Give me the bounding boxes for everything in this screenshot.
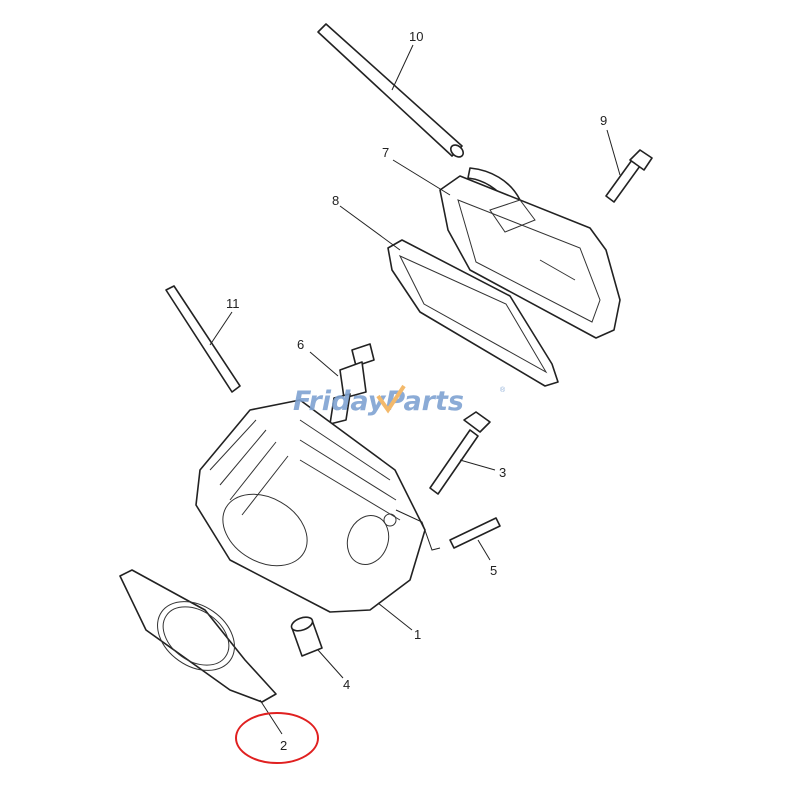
leader-lines: [209, 44, 621, 735]
callout-9: 9: [600, 113, 607, 128]
part-1-cylinder-head: [195, 399, 426, 613]
svg-text:FridayParts: FridayParts: [293, 386, 464, 417]
callout-11: 11: [226, 296, 240, 311]
logo-text-parts: Parts: [385, 386, 464, 417]
part-7-cover: [439, 175, 621, 339]
logo-registered: ®: [500, 386, 506, 394]
callout-5: 5: [490, 563, 497, 578]
part-9-bolt: [605, 149, 653, 203]
callout-3: 3: [499, 465, 506, 480]
logo-check-mark: [376, 384, 406, 414]
part-6-spark-plug: [329, 343, 375, 425]
part-10-pipe: [317, 23, 521, 209]
callout-7: 7: [382, 145, 389, 160]
part-2-head-gasket: [119, 569, 277, 703]
part-3-bolt: [429, 411, 491, 495]
part-5-stud: [449, 517, 501, 549]
callout-8: 8: [332, 193, 339, 208]
callout-10: 10: [409, 29, 423, 44]
callout-6: 6: [297, 337, 304, 352]
part-11-stud: [165, 285, 241, 393]
callout-4: 4: [343, 677, 350, 692]
callout-2: 2: [280, 738, 287, 753]
logo-text-day: day: [331, 386, 387, 417]
part-8-gasket: [387, 239, 559, 387]
logo-text-fri: Fri: [293, 386, 332, 417]
fridayparts-logo: FridayParts ®: [293, 384, 506, 417]
callout-1: 1: [414, 627, 421, 642]
part-4-dowel: [290, 616, 323, 657]
highlight-circle: [235, 712, 319, 764]
